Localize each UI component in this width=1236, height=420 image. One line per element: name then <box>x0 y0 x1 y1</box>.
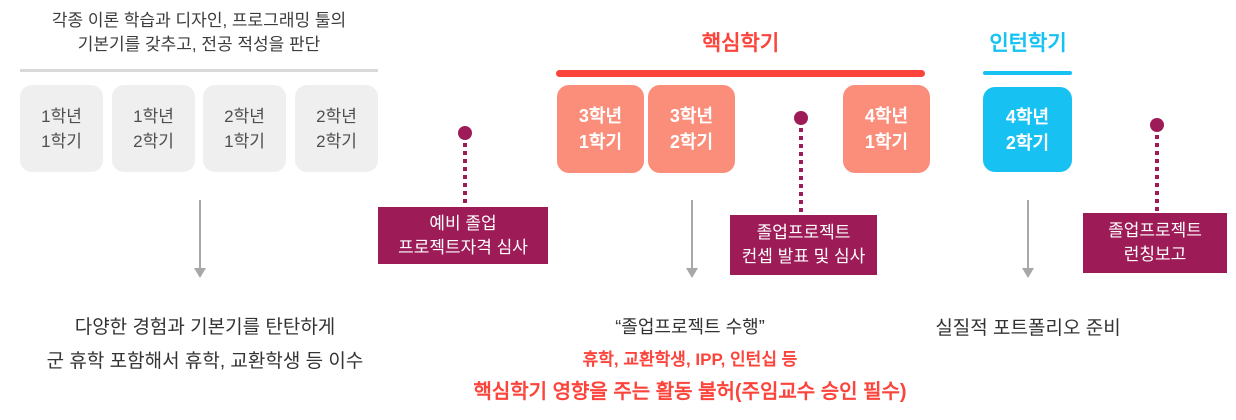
intern-stage-title: 인턴학기 <box>989 32 1067 55</box>
arrow-head <box>194 268 206 278</box>
intern-down-arrow-icon <box>1022 200 1034 278</box>
semester-term: 2학기 <box>316 131 357 151</box>
foundation-summary-line1: 다양한 경험과 기본기를 탄탄하게 <box>74 317 336 338</box>
core-summary-line3: 핵심학기 영향을 주는 활동 불허(주임교수 승인 필수) <box>473 381 907 403</box>
semester-term: 1학기 <box>224 131 265 151</box>
arrow-shaft <box>691 200 693 269</box>
intern-stage-underline-bar <box>983 71 1072 75</box>
foundation-intro-text: 각종 이론 학습과 디자인, 프로그래밍 툴의 기본기를 갖추고, 전공 적성을… <box>20 9 378 57</box>
semester-box-y1s2: 1학년 2학기 <box>112 85 195 172</box>
semester-term: 2학기 <box>669 132 714 152</box>
milestone-label-line2: 프로젝트자격 심사 <box>398 237 528 257</box>
semester-term: 2학기 <box>1005 132 1050 153</box>
core-stage-underline-bar <box>556 70 925 77</box>
semester-year: 4학년 <box>864 106 909 126</box>
foundation-intro-line1: 각종 이론 학습과 디자인, 프로그래밍 툴의 <box>51 11 347 30</box>
milestone-label-line2: 런칭보고 <box>1123 245 1187 264</box>
semester-box-y3s1: 3학년 1학기 <box>557 85 644 173</box>
milestone-box-concept-review: 졸업프로젝트 컨셉 발표 및 심사 <box>730 215 877 275</box>
intern-summary-text: 실질적 포트폴리오 준비 <box>935 318 1121 339</box>
arrow-shaft <box>1027 200 1029 269</box>
semester-year: 1학년 <box>41 106 82 126</box>
milestone-label-line2: 컨셉 발표 및 심사 <box>741 247 866 266</box>
milestone-dotted-line <box>799 128 803 213</box>
core-down-arrow-icon <box>686 200 698 278</box>
semester-term: 1학기 <box>578 132 623 152</box>
milestone-dotted-line <box>463 143 467 205</box>
foundation-intro-line2: 기본기를 갖추고, 전공 적성을 판단 <box>77 35 321 54</box>
core-stage-title: 핵심학기 <box>701 32 780 55</box>
core-summary-line2: 휴학, 교환학생, IPP, 인턴십 등 <box>582 350 798 369</box>
semester-box-y1s1: 1학년 1학기 <box>20 85 103 172</box>
semester-year: 3학년 <box>669 106 714 126</box>
milestone-dot-icon <box>1150 118 1164 132</box>
milestone-dotted-line <box>1155 135 1159 211</box>
foundation-summary-line2: 군 휴학 포함해서 휴학, 교환학생 등 이수 <box>46 351 364 372</box>
semester-year: 2학년 <box>224 106 265 126</box>
semester-box-y4s2: 4학년 2학기 <box>983 87 1072 172</box>
milestone-box-launching-report: 졸업프로젝트 런칭보고 <box>1083 213 1227 273</box>
core-summary-text: “졸업프로젝트 수행” 휴학, 교환학생, IPP, 인턴십 등 핵심학기 영향… <box>450 314 930 406</box>
semester-box-y4s1: 4학년 1학기 <box>843 85 930 173</box>
milestone-box-qualification-review: 예비 졸업 프로젝트자격 심사 <box>378 207 548 264</box>
arrow-head <box>1022 268 1034 278</box>
semester-term: 2학기 <box>133 131 174 151</box>
semester-box-y2s2: 2학년 2학기 <box>295 85 378 172</box>
semester-year: 1학년 <box>133 106 174 126</box>
foundation-summary-text: 다양한 경험과 기본기를 탄탄하게 군 휴학 포함해서 휴학, 교환학생 등 이… <box>20 311 390 379</box>
foundation-divider-line <box>20 69 378 72</box>
semester-term: 1학기 <box>864 132 909 152</box>
milestone-dot-icon <box>794 111 808 125</box>
milestone-label-line1: 예비 졸업 <box>429 213 497 233</box>
foundation-down-arrow-icon <box>194 200 206 278</box>
arrow-head <box>686 268 698 278</box>
core-summary-line1: “졸업프로젝트 수행” <box>615 317 765 337</box>
semester-year: 2학년 <box>316 106 357 126</box>
milestone-dot-icon <box>458 126 472 140</box>
semester-box-y3s2: 3학년 2학기 <box>648 85 735 173</box>
semester-box-y2s1: 2학년 1학기 <box>203 85 286 172</box>
semester-term: 1학기 <box>41 131 82 151</box>
semester-year: 4학년 <box>1005 106 1050 127</box>
milestone-label-line1: 졸업프로젝트 <box>756 223 851 242</box>
milestone-label-line1: 졸업프로젝트 <box>1108 221 1202 240</box>
semester-year: 3학년 <box>578 106 623 126</box>
arrow-shaft <box>199 200 201 269</box>
